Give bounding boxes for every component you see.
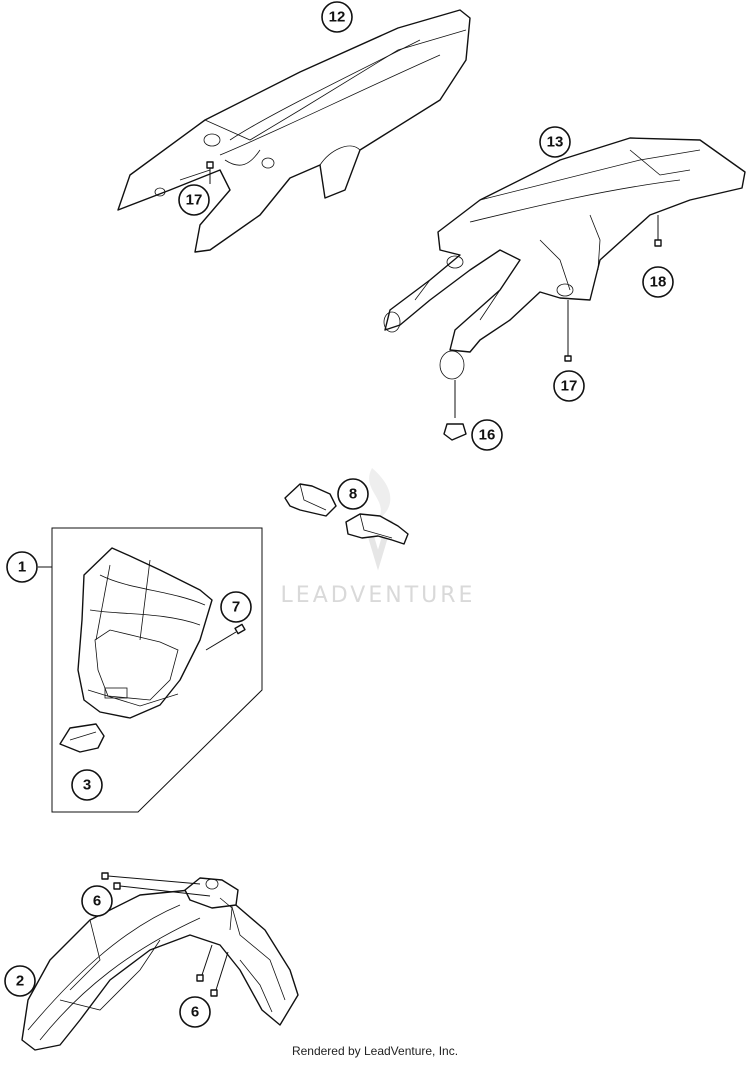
callout-1: 1 xyxy=(6,551,38,583)
svg-text:6: 6 xyxy=(93,893,101,910)
svg-text:8: 8 xyxy=(349,486,357,503)
callout-17-top: 17 xyxy=(178,184,210,216)
callout-17-right: 17 xyxy=(553,370,585,402)
svg-text:18: 18 xyxy=(650,274,667,291)
part-1-group-box xyxy=(38,527,263,813)
callout-8: 8 xyxy=(337,478,369,510)
headlight-mask xyxy=(77,547,213,719)
part-16-nut xyxy=(443,380,467,441)
part-7-screw xyxy=(205,623,246,651)
part-17-screw-top xyxy=(206,161,214,184)
part-18-screw xyxy=(654,215,662,247)
callout-13: 13 xyxy=(539,126,571,158)
callout-3: 3 xyxy=(71,769,103,801)
part-3-bracket xyxy=(59,723,105,753)
part-2-front-fender xyxy=(21,889,299,1051)
part-13-subframe xyxy=(383,137,746,380)
callout-6-top: 6 xyxy=(81,885,113,917)
svg-text:17: 17 xyxy=(561,378,578,395)
callout-12: 12 xyxy=(321,1,353,33)
callout-7: 7 xyxy=(220,591,252,623)
callout-18: 18 xyxy=(642,266,674,298)
svg-text:13: 13 xyxy=(547,134,564,151)
svg-text:2: 2 xyxy=(16,973,24,990)
fender-mount-bracket xyxy=(184,877,239,931)
svg-text:3: 3 xyxy=(83,777,91,794)
svg-text:1: 1 xyxy=(18,559,26,576)
svg-text:6: 6 xyxy=(191,1004,199,1021)
part-8-clamps xyxy=(284,483,409,545)
part-17-screw-right xyxy=(564,300,572,362)
part-12-rear-fender xyxy=(117,9,471,253)
footer-credit: Rendered by LeadVenture, Inc. xyxy=(291,1044,459,1058)
svg-text:16: 16 xyxy=(479,427,496,444)
svg-text:7: 7 xyxy=(232,599,240,616)
callout-6-bottom: 6 xyxy=(179,996,211,1028)
svg-text:12: 12 xyxy=(329,9,346,26)
callout-16: 16 xyxy=(471,419,503,451)
part-6-screws-top xyxy=(101,872,211,897)
part-6-screws-bottom xyxy=(196,944,229,997)
callout-2: 2 xyxy=(4,965,36,997)
svg-text:17: 17 xyxy=(186,192,203,209)
watermark-text: LEADVENTURE xyxy=(281,583,476,608)
